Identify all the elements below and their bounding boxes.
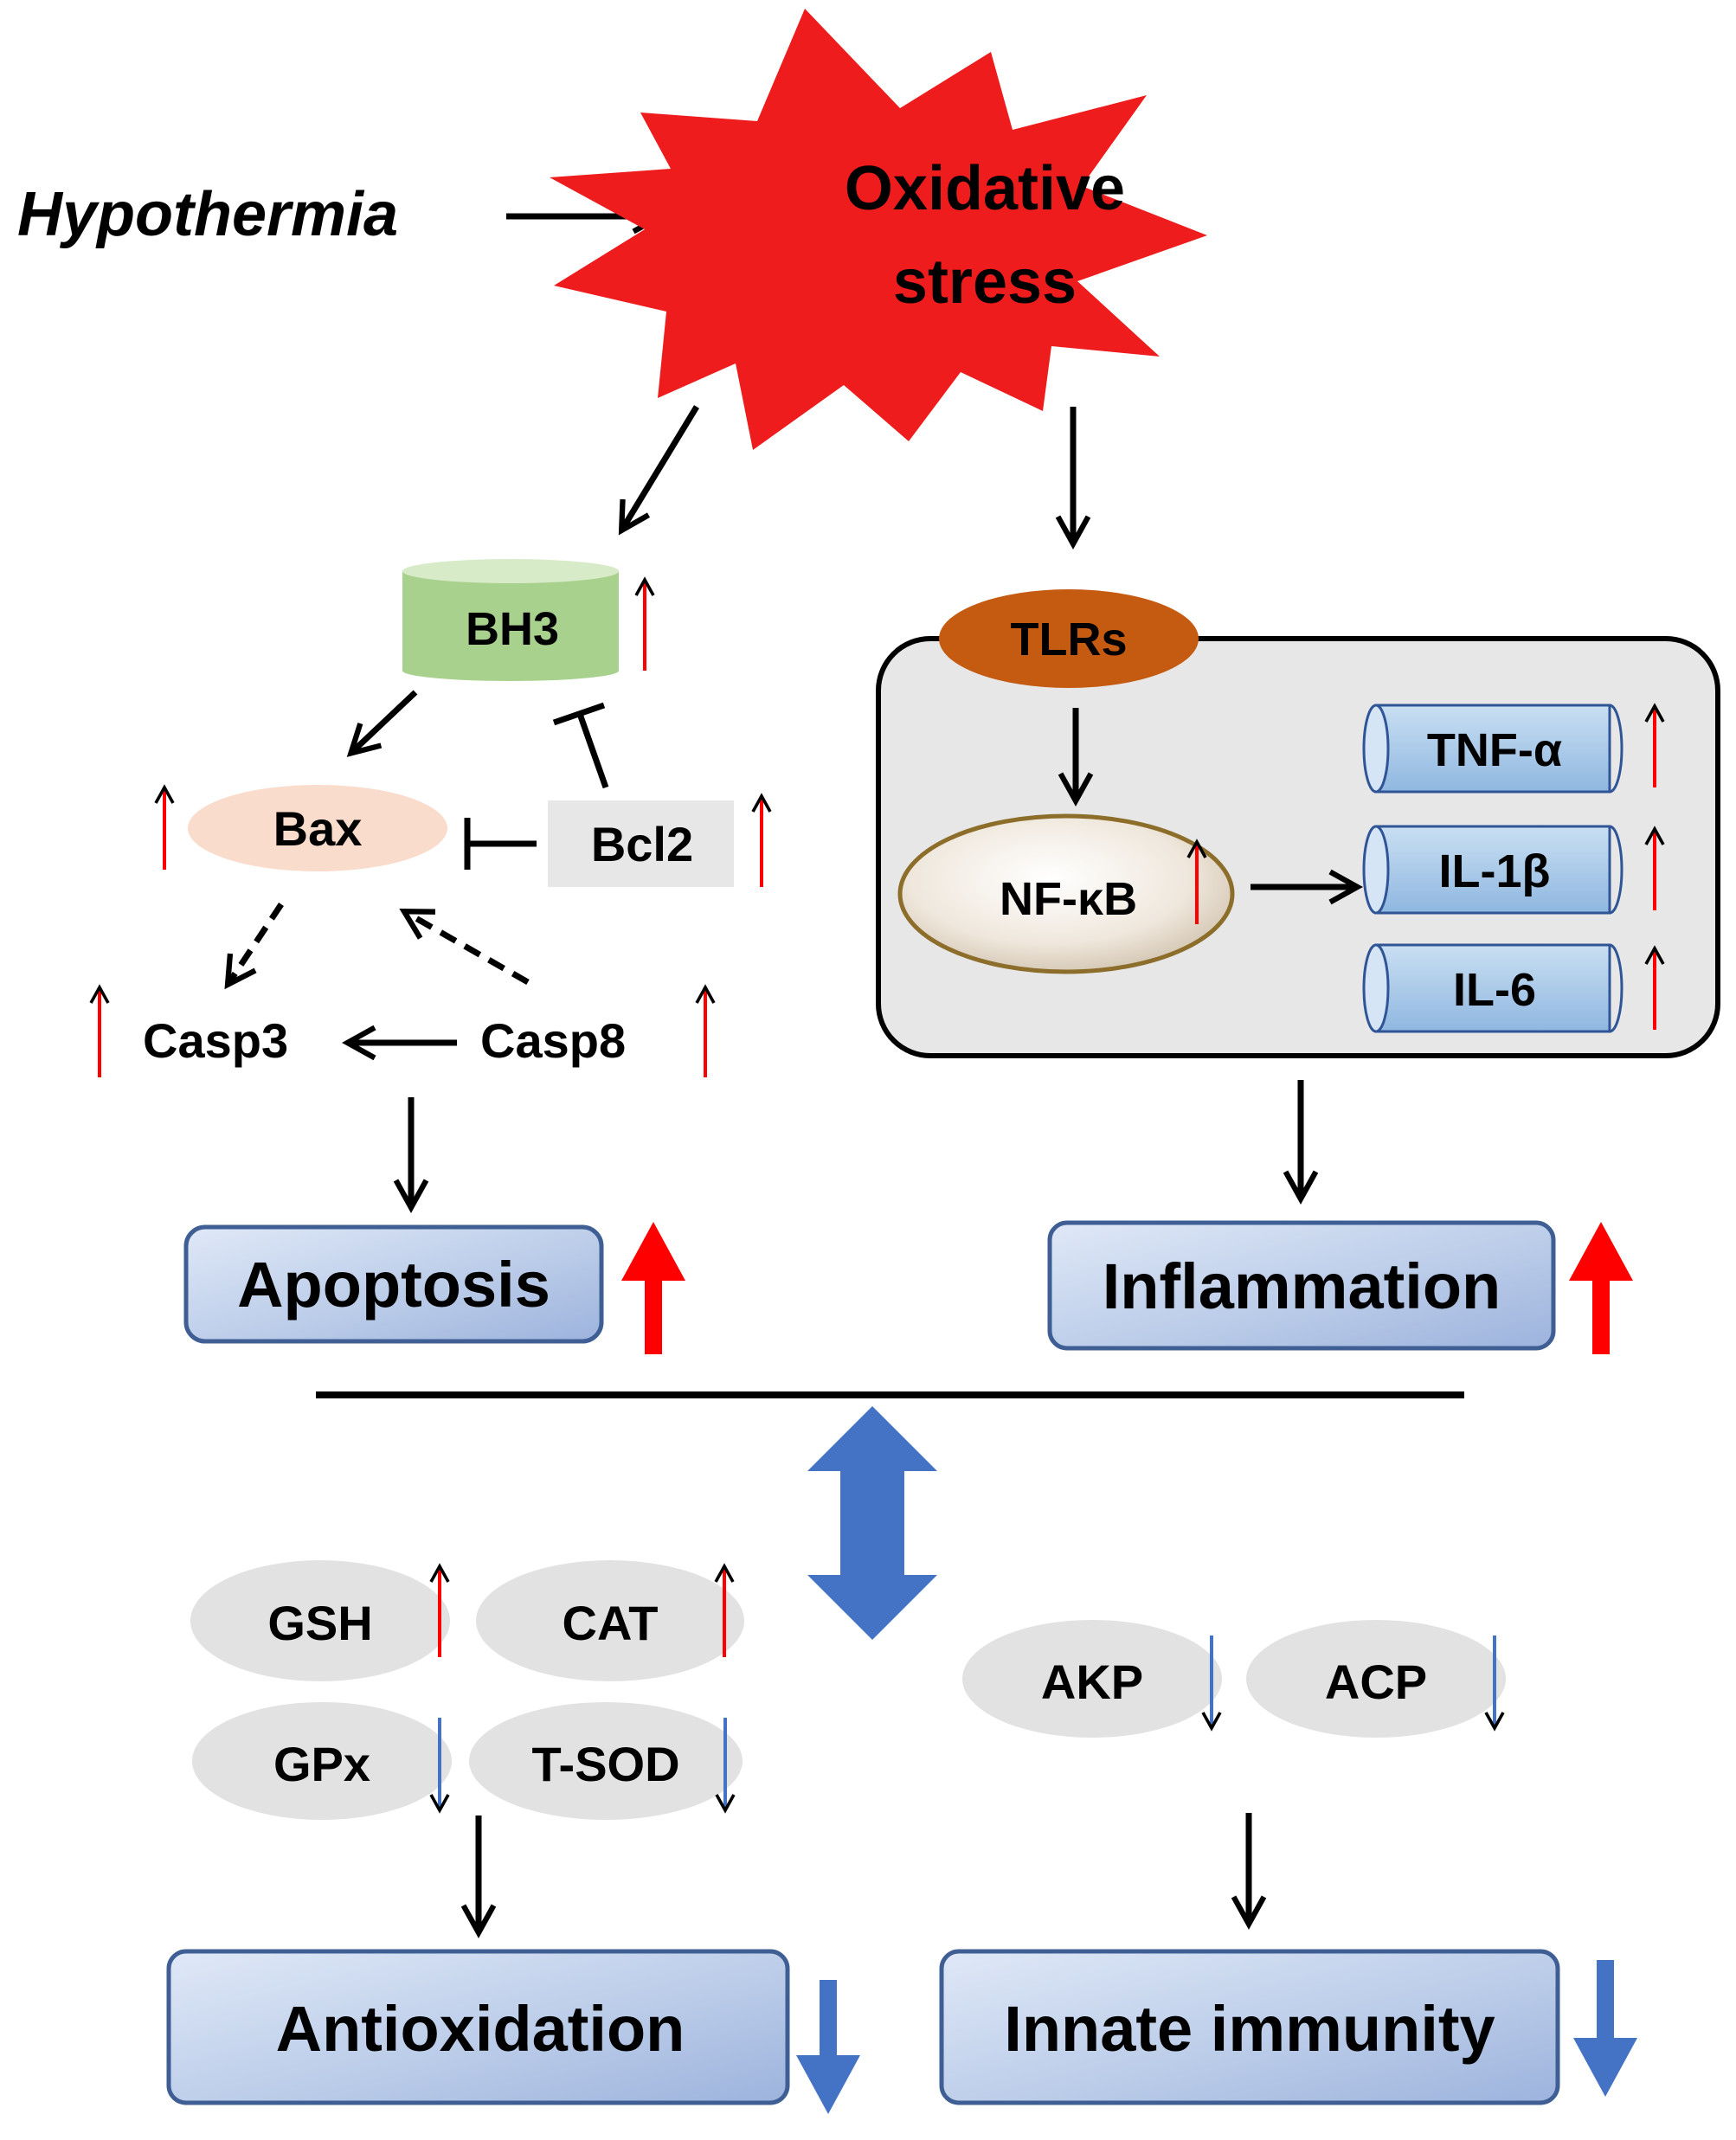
bcl2-box	[548, 800, 734, 887]
bcl2-label: Bcl2	[591, 817, 693, 871]
antioxidation-down-arrow	[796, 1980, 860, 2114]
bidirectional-arrow	[807, 1406, 937, 1640]
bcl2-inhibits-bh3	[552, 702, 609, 789]
tlrs-ellipse	[939, 589, 1199, 688]
cytokine-il6-cylinder	[1362, 943, 1623, 1033]
oxidative-stress-burst	[550, 9, 1207, 450]
bh3-label: BH3	[466, 603, 559, 655]
bax-label: Bax	[273, 801, 363, 856]
cytokine-il1b-cylinder	[1362, 825, 1623, 915]
apoptosis-up-arrow	[621, 1222, 685, 1354]
bax-ellipse	[188, 785, 447, 871]
antioxidation-label: Antioxidation	[276, 1993, 685, 2065]
cytokine-il6-label: IL-6	[1453, 964, 1536, 1016]
inflammation-up-arrow	[1569, 1222, 1633, 1354]
nfkb-ellipse	[897, 813, 1235, 974]
cat-label: CAT	[563, 1596, 659, 1650]
cytokine-tnf-cylinder	[1362, 704, 1623, 794]
acp-ellipse	[1246, 1620, 1506, 1738]
akp-label: AKP	[1041, 1655, 1143, 1709]
stress-label-line1: Oxidative	[845, 154, 1125, 223]
casp3-label: Casp3	[143, 1013, 288, 1068]
nfkb-label: NF-κB	[1000, 873, 1137, 925]
arrow-stress-to-bh3	[618, 405, 699, 536]
akp-ellipse	[962, 1620, 1222, 1738]
tsod-label: T-SOD	[531, 1737, 679, 1791]
innate-immunity-box	[939, 1949, 1560, 2105]
innate-immunity-down-arrow	[1573, 1960, 1637, 2097]
cytokine-il1b-label: IL-1β	[1439, 845, 1551, 897]
cytokine-tnf-label: TNF-α	[1427, 724, 1562, 776]
inflammation-label: Inflammation	[1103, 1250, 1501, 1322]
cat-ellipse	[476, 1560, 744, 1681]
acp-label: ACP	[1325, 1655, 1427, 1709]
arrow-casp8-to-bax-dashed	[399, 909, 530, 986]
antioxidation-box	[166, 1949, 790, 2105]
hypothermia-label: Hypothermia	[17, 180, 398, 249]
casp8-label: Casp8	[480, 1013, 626, 1068]
arrow-bh3-to-bax	[346, 690, 418, 757]
gpx-label: GPx	[273, 1737, 370, 1791]
inflammation-box	[1047, 1220, 1556, 1351]
tsod-ellipse	[469, 1702, 743, 1820]
arrow-bax-to-casp3-dashed	[224, 903, 284, 990]
apoptosis-box	[183, 1224, 604, 1344]
gsh-label: GSH	[267, 1596, 372, 1650]
stress-label-line2: stress	[893, 247, 1077, 317]
apoptosis-label: Apoptosis	[237, 1249, 550, 1321]
tlrs-label: TLRs	[1011, 614, 1128, 665]
gsh-ellipse	[190, 1560, 450, 1681]
innate-immunity-label: Innate immunity	[1004, 1993, 1495, 2065]
bh3-cylinder	[402, 559, 619, 681]
gpx-ellipse	[192, 1702, 452, 1820]
bcl2-inhibits-bax	[464, 818, 537, 870]
